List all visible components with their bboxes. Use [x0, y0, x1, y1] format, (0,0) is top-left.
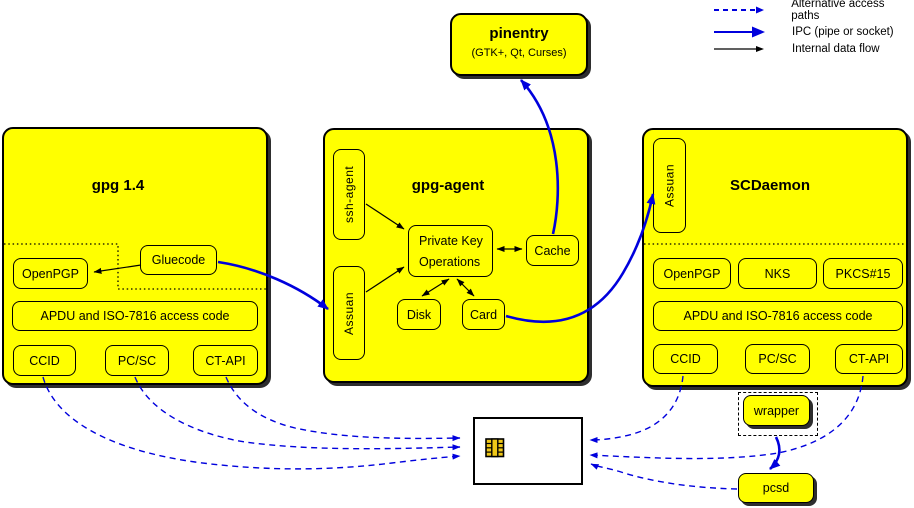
gpg-agent-assuan-label: Assuan [342, 291, 356, 335]
gpg14-pcsc-box: PC/SC [105, 345, 169, 376]
gpg14-title: gpg 1.4 [91, 177, 145, 194]
legend-label: IPC (pipe or socket) [792, 26, 894, 38]
scdaemon-pkcs15-label: PKCS#15 [835, 266, 891, 281]
legend-item-internal: Internal data flow [712, 41, 880, 57]
card-op-box: Card [462, 299, 505, 330]
gpg-agent-title: gpg-agent [411, 177, 485, 194]
path-gpg14-ctapi-to-card [225, 376, 461, 442]
cache-label: Cache [534, 243, 571, 258]
wrapper-box: wrapper [743, 395, 810, 426]
smartcard-chip-icon [485, 438, 505, 458]
scdaemon-ctapi-label: CT-API [848, 352, 890, 366]
legend-item-ipc: IPC (pipe or socket) [712, 24, 894, 40]
legend-item-alternative: Alternative access paths [712, 0, 914, 22]
scdaemon-ccid-box: CCID [653, 344, 718, 374]
gpg14-pcsc-label: PC/SC [117, 353, 157, 368]
pinentry-box: pinentry (GTK+, Qt, Curses) [450, 13, 588, 76]
gpg14-gluecode-box: Gluecode [140, 245, 217, 275]
scdaemon-box: SCDaemon Assuan OpenPGP NKS PKCS#15 APDU… [642, 128, 908, 387]
gpg14-ccid-label: CCID [29, 353, 60, 368]
ssh-agent-label: ssh-agent [342, 165, 356, 224]
black-arrow-icon [714, 46, 764, 52]
scdaemon-ctapi-box: CT-API [835, 344, 903, 374]
legend-label: Internal data flow [792, 43, 880, 55]
ipc-wrapper-to-pcsd [769, 436, 781, 470]
ipc-arrow-icon [714, 26, 765, 38]
gpg-agent-box: gpg-agent ssh-agent Assuan Private Key O… [323, 128, 589, 383]
scdaemon-ccid-label: CCID [670, 352, 701, 366]
gpg14-box: gpg 1.4 OpenPGP Gluecode APDU and ISO-78… [2, 127, 268, 385]
scdaemon-nks-box: NKS [738, 258, 817, 289]
gpg14-apdu-box: APDU and ISO-7816 access code [12, 301, 258, 331]
gpg-agent-ssh-agent-box: ssh-agent [333, 149, 365, 240]
smartcard [473, 417, 583, 485]
scdaemon-openpgp-box: OpenPGP [653, 258, 731, 289]
path-pcsd-to-card [590, 463, 738, 490]
dashed-arrow-icon [714, 6, 764, 14]
scdaemon-pkcs15-box: PKCS#15 [823, 258, 903, 289]
path-scdaemon-ctapi-to-card [589, 375, 864, 460]
gpg14-ccid-box: CCID [13, 345, 76, 376]
scdaemon-title: SCDaemon [729, 177, 811, 194]
wrapper-label: wrapper [753, 403, 800, 418]
gpg14-apdu-label: APDU and ISO-7816 access code [40, 309, 230, 323]
pinentry-title: pinentry [489, 25, 549, 42]
scdaemon-nks-label: NKS [764, 266, 791, 281]
pcsd-box: pcsd [738, 473, 814, 503]
scdaemon-pcsc-label: PC/SC [758, 352, 797, 366]
cache-box: Cache [526, 235, 579, 266]
card-op-label: Card [469, 307, 498, 322]
gpg14-openpgp-box: OpenPGP [13, 258, 88, 289]
gpg-agent-assuan-box: Assuan [333, 266, 365, 360]
scdaemon-assuan-box: Assuan [653, 138, 686, 233]
scdaemon-openpgp-label: OpenPGP [663, 266, 721, 281]
path-gpg14-ccid-to-card [42, 376, 461, 470]
gpg14-ctapi-box: CT-API [193, 345, 258, 376]
scdaemon-apdu-label: APDU and ISO-7816 access code [683, 309, 873, 323]
path-gpg14-pcsc-to-card [134, 376, 461, 451]
disk-label: Disk [406, 307, 432, 322]
gpg14-ctapi-label: CT-API [205, 353, 246, 368]
scdaemon-pcsc-box: PC/SC [745, 344, 810, 374]
gpg14-openpgp-label: OpenPGP [22, 266, 79, 281]
scdaemon-apdu-box: APDU and ISO-7816 access code [653, 301, 903, 331]
private-key-operations-box: Private Key Operations [408, 225, 493, 277]
disk-box: Disk [397, 299, 441, 330]
pko-label-line2: Operations [419, 254, 481, 269]
wrapper-dashed-outline: wrapper [738, 392, 818, 436]
pcsd-label: pcsd [762, 481, 790, 495]
scdaemon-assuan-label: Assuan [662, 163, 677, 208]
pinentry-subtitle: (GTK+, Qt, Curses) [471, 47, 567, 59]
pko-label-line1: Private Key [419, 233, 483, 248]
gpg14-gluecode-label: Gluecode [151, 253, 206, 267]
legend-label: Alternative access paths [791, 0, 885, 22]
